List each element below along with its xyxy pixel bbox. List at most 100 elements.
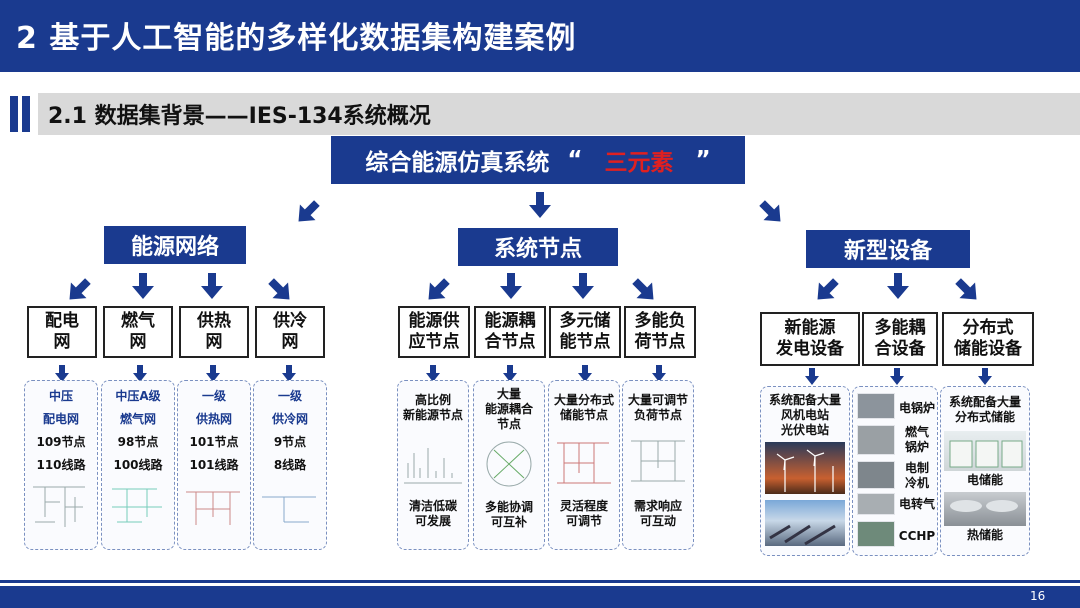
panel-foot: 需求响应 可互动 [633, 499, 682, 528]
quote-open: “ [567, 147, 583, 173]
node-panel-storage: 大量分布式 储能节点 灵活程度 可调节 [548, 380, 620, 550]
section-marker [22, 96, 30, 132]
electric-boiler-image [857, 393, 895, 419]
equip-label: 电制 冷机 [904, 461, 929, 490]
panel-line: 一级 [277, 389, 302, 403]
equip-label: 电锅炉 [898, 401, 935, 415]
panel-line: 100线路 [113, 458, 163, 472]
arrow-down-icon [805, 368, 819, 385]
network-topology-image [262, 496, 316, 523]
network-item-power: 配电 网 [27, 306, 97, 358]
network-item-cool: 供冷 网 [255, 306, 325, 358]
arrow-down-icon [572, 273, 594, 299]
arrow-down-right-icon [950, 273, 985, 308]
panel-line: 供热网 [195, 412, 232, 426]
header-bar [0, 0, 1080, 72]
section-marker [10, 96, 18, 132]
node-item-load: 多能负 荷节点 [624, 306, 696, 358]
group-energy-network: 能源网络 [104, 226, 246, 264]
quote-close: ” [695, 147, 711, 173]
system-title-box: 综合能源仿真系统 “ 三元素 ” [331, 136, 745, 184]
arrow-down-icon [500, 273, 522, 299]
page-number: 16 [1030, 589, 1046, 603]
group-label: 新型设备 [843, 239, 932, 264]
panel-desc: 系统配备大量 分布式储能 [948, 395, 1021, 424]
section-band [38, 93, 1080, 135]
node-panel-load: 大量可调节 负荷节点 需求响应 可互动 [622, 380, 694, 550]
arrow-down-left-icon [809, 273, 844, 308]
node-item-storage: 多元储 能节点 [549, 306, 621, 358]
panel-line: 98节点 [117, 435, 159, 449]
panel-desc: 大量可调节 负荷节点 [627, 393, 688, 422]
footer-line [0, 580, 1080, 583]
arrow-down-icon [201, 273, 223, 299]
panel-desc: 高比例 新能源节点 [402, 393, 463, 422]
node-item-supply: 能源供 应节点 [398, 306, 470, 358]
equip-label: CCHP [898, 529, 936, 543]
node-network-image [631, 440, 685, 482]
panel-line: 中压 [48, 389, 73, 403]
footer-bar [0, 586, 1080, 608]
network-panel-power: 中压 配电网 109节点 110线路 [24, 380, 98, 550]
page-title: 2 基于人工智能的多样化数据集构建案例 [16, 21, 577, 56]
network-panel-cool: 一级 供冷网 9节点 8线路 [253, 380, 327, 550]
panel-foot: 灵活程度 可调节 [559, 499, 608, 528]
network-topology-image [186, 491, 240, 525]
highlight-text: 三元素 [604, 150, 674, 176]
group-new-equipment: 新型设备 [806, 230, 970, 268]
panel-line: 101线路 [189, 458, 239, 472]
section-title: 2.1 数据集背景——IES-134系统概况 [48, 104, 431, 129]
equip-item-storage: 分布式 储能设备 [942, 312, 1034, 366]
node-panel-coupling: 大量 能源耦合 节点 多能协调 可互补 [473, 380, 545, 550]
group-label: 系统节点 [493, 237, 582, 262]
arrow-down-icon [978, 368, 992, 385]
chiller-image [857, 461, 895, 489]
battery-storage-image [944, 431, 1026, 471]
panel-line: 9节点 [273, 435, 307, 449]
panel-line: 供冷网 [271, 412, 308, 426]
network-topology-image [112, 488, 162, 523]
equip-item-coupling: 多能耦 合设备 [862, 312, 938, 366]
panel-desc: 大量 能源耦合 节点 [484, 387, 533, 431]
cchp-image [857, 521, 895, 547]
node-item-coupling: 能源耦 合节点 [474, 306, 546, 358]
system-title: 综合能源仿真系统 [365, 150, 550, 176]
panel-line: 中压A级 [115, 389, 161, 403]
panel-foot: 清洁低碳 可发展 [408, 499, 457, 528]
network-panel-heat: 一级 供热网 101节点 101线路 [177, 380, 251, 550]
node-network-image [557, 442, 611, 484]
equip-item-renewable: 新能源 发电设备 [760, 312, 860, 366]
arrow-down-right-icon [627, 273, 662, 308]
equip-label: 燃气 锅炉 [904, 425, 929, 454]
thermal-storage-image [944, 492, 1026, 526]
arrow-down-icon [890, 368, 904, 385]
solar-farm-image [765, 500, 845, 546]
arrow-down-left-icon [290, 195, 325, 230]
panel-line: 配电网 [42, 412, 79, 426]
arrow-down-right-icon [754, 195, 789, 230]
network-topology-image [33, 486, 85, 527]
panel-line: 101节点 [189, 435, 239, 449]
equip-label: 电转气 [898, 497, 935, 511]
panel-line: 一级 [201, 389, 226, 403]
arrow-down-right-icon [263, 273, 298, 308]
panel-line: 109节点 [36, 435, 86, 449]
equip-panel-coupling: 电锅炉 燃气 锅炉 电制 冷机 电转气 CCHP [852, 386, 938, 556]
panel-line: 8线路 [273, 458, 307, 472]
equip-label: 电储能 [966, 473, 1003, 487]
network-panel-gas: 中压A级 燃气网 98节点 100线路 [101, 380, 175, 550]
node-coupling-image [486, 441, 532, 487]
group-system-nodes: 系统节点 [458, 228, 618, 266]
panel-line: 110线路 [36, 458, 86, 472]
network-item-gas: 燃气 网 [103, 306, 173, 358]
wind-farm-image [765, 442, 845, 494]
panel-line: 燃气网 [119, 412, 156, 426]
arrow-down-left-icon [420, 273, 455, 308]
gas-boiler-image [857, 425, 895, 455]
node-chart-image [404, 448, 462, 484]
group-label: 能源网络 [130, 235, 219, 260]
node-panel-supply: 高比例 新能源节点 清洁低碳 可发展 [397, 380, 469, 550]
arrow-down-icon [529, 192, 551, 218]
panel-desc: 大量分布式 储能节点 [553, 393, 614, 422]
p2g-image [857, 493, 895, 515]
